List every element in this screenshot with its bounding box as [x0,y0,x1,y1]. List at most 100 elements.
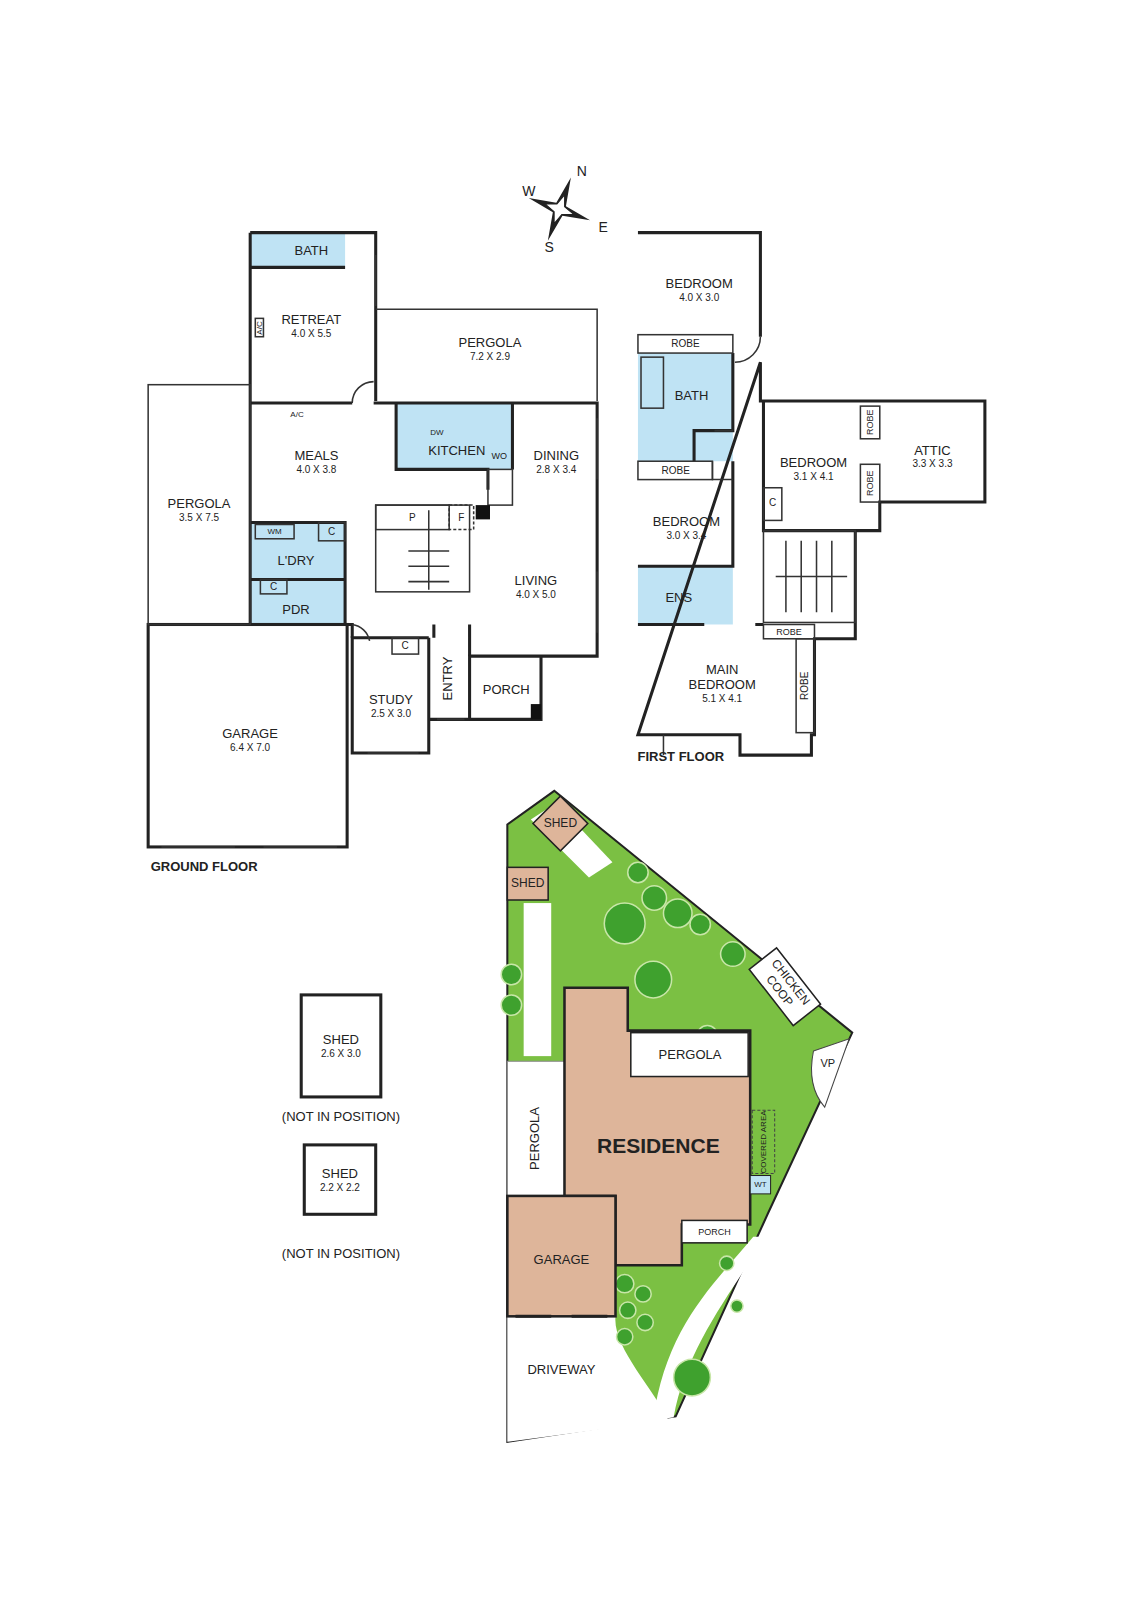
room-name: ATTIC [914,444,951,459]
room-name: RETREAT [281,313,341,328]
room-area: ATTIC3.3 X 3.3 [884,434,981,480]
tree [635,961,672,998]
room-label-group: BEDROOM3.0 X 3.4 [653,515,720,541]
room-name: GARAGE [222,727,278,742]
plan-label: N [577,164,587,178]
tree [620,1302,636,1318]
room-area: BEDROOM3.1 X 4.1 [768,446,860,492]
room-area: GARAGE [510,1240,612,1281]
plan-label: (NOT IN POSITION) [282,1247,400,1260]
room-area: RESIDENCE [577,1123,740,1169]
room-name: BEDROOM [780,456,847,471]
room-label-group: MAIN BEDROOM5.1 X 4.1 [676,663,768,704]
room-area: PERGOLA [510,1092,561,1184]
plan-label: COVERED AREA [760,1111,768,1174]
room-label-group: GARAGE6.4 X 7.0 [222,727,278,753]
room-name: ROBE [800,672,812,700]
room-name: ROBE [662,465,690,477]
room-label-group: GARAGE [534,1253,590,1268]
plan-label: (NOT IN POSITION) [282,1109,400,1122]
room-label-group: SHED2.6 X 3.0 [321,1033,361,1059]
room-name: PORCH [698,1227,731,1237]
plan-label: WO [491,452,507,461]
room-area: LIVING4.0 X 5.0 [480,561,592,612]
room-label-group: ATTIC3.3 X 3.3 [912,444,952,470]
room-area: SHED [507,870,548,899]
room-name: RESIDENCE [597,1134,720,1158]
room-area: ROBE [860,406,879,439]
room-area: KITCHEN [419,437,496,466]
plan-label: WM [267,528,281,536]
room-area: ROBE [860,464,879,502]
room-dimension: 4.0 X 5.0 [516,589,556,601]
room-area: BATH [653,382,730,411]
room-name: BATH [675,389,709,404]
room-dimension: 3.5 X 7.5 [179,512,219,524]
plan-label: W [522,184,535,198]
room-dimension: 7.2 X 2.9 [470,351,510,363]
wet-areas [250,233,733,625]
tree [635,1286,651,1302]
plan-label: C [402,641,409,651]
plan-label: F [458,513,464,523]
room-name: PERGOLA [528,1107,543,1170]
room-label-group: RESIDENCE [597,1134,720,1158]
room-name: MAIN BEDROOM [676,663,768,693]
room-label-group: BEDROOM3.1 X 4.1 [780,456,847,482]
room-name: SHED [322,1167,358,1182]
room-area: ROBE [796,639,814,733]
room-area: BEDROOM4.0 X 3.0 [643,267,755,313]
room-area: SHED2.2 X 2.2 [306,1160,373,1201]
room-dimension: 3.1 X 4.1 [794,471,834,483]
room-area: ENS [658,586,699,610]
room-name: LIVING [515,574,558,589]
room-area: PERGOLA3.5 X 7.5 [153,480,245,541]
room-area: L'DRY [260,547,331,576]
room-label-group: SHED [511,877,544,891]
room-label-group: BATH [675,389,709,404]
room-label-group: ENTRY [442,657,457,701]
room-name: BEDROOM [666,277,733,292]
room-dimension: 2.8 X 3.4 [536,464,576,476]
room-label-group: PERGOLA7.2 X 2.9 [459,336,522,362]
room-area: RETREAT4.0 X 5.5 [255,296,367,357]
tree [604,903,645,944]
plan-label: A/C [290,411,303,419]
plan-label: C [769,498,776,508]
room-label-group: ROBE [662,465,690,477]
first-floor-details [638,335,880,755]
room-dimension: 2.6 X 3.0 [321,1048,361,1060]
room-label-group: PERGOLA [528,1107,543,1170]
tree [501,995,521,1015]
room-area: BATH [255,237,367,266]
room-name: SHED [511,877,544,891]
room-area: ROBE [640,462,711,478]
room-label-group: ENS [665,591,692,606]
tree [617,1329,633,1345]
room-name: L'DRY [278,554,315,569]
room-label-group: MEALS4.0 X 3.8 [294,449,338,475]
room-label-group: STUDY2.5 X 3.0 [369,693,413,719]
room-area: PDR [260,597,331,624]
plan-label: A/C [256,321,264,334]
room-name: ROBE [671,338,699,350]
tree [616,1274,634,1292]
room-label-group: LIVING4.0 X 5.0 [515,574,558,600]
ground-floor-walls [148,233,597,847]
room-dimension: 6.4 X 7.0 [230,742,270,754]
room-label-group: ROBE [865,410,875,436]
room-name: STUDY [369,693,413,708]
tree [501,964,521,984]
plan-label: FIRST FLOOR [638,750,725,763]
room-area: PORCH [475,676,538,705]
room-name: PERGOLA [459,336,522,351]
room-name: ROBE [865,471,875,497]
room-name: PERGOLA [659,1048,722,1063]
room-label-group: SHED [544,817,577,831]
room-label-group: ROBE [671,338,699,350]
room-label-group: L'DRY [278,554,315,569]
room-name: MEALS [294,449,338,464]
room-label-group: RETREAT4.0 X 5.5 [281,313,341,339]
room-name: SHED [323,1033,359,1048]
